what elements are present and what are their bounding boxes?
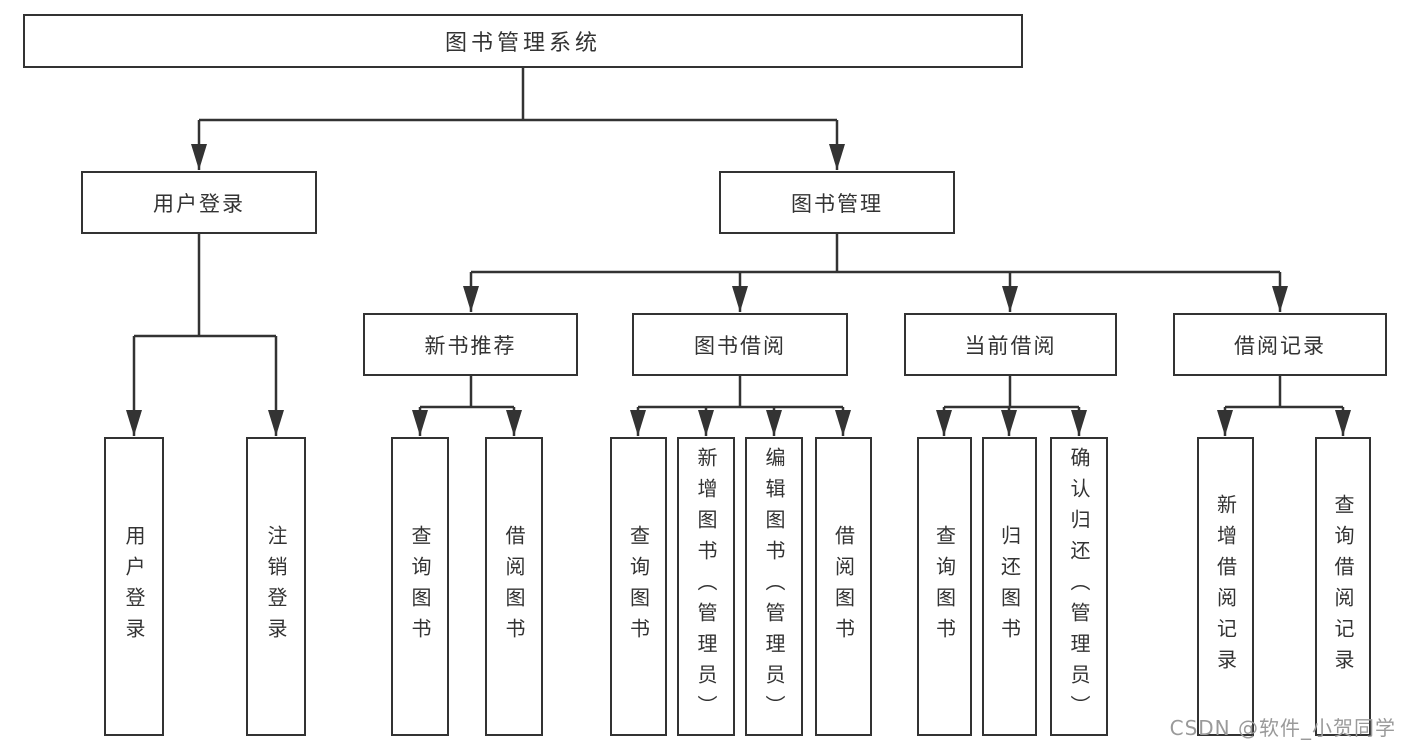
node-leaf-br-query-record: 查询借阅记录 <box>1315 437 1371 736</box>
node-new-book-recommend: 新书推荐 <box>363 313 578 376</box>
node-user-login-label: 用户登录 <box>153 191 245 216</box>
node-new-book-recommend-label: 新书推荐 <box>424 333 517 358</box>
node-leaf-bb-query-books: 查询图书 <box>610 437 667 736</box>
node-leaf-cb-return-books-label: 归还图书 <box>997 524 1022 649</box>
node-leaf-nb-borrow-books-label: 借阅图书 <box>502 524 526 649</box>
node-leaf-nb-borrow-books: 借阅图书 <box>485 437 543 736</box>
node-leaf-br-query-record-label: 查询借阅记录 <box>1331 493 1355 680</box>
node-leaf-br-add-record-label: 新增借阅记录 <box>1213 493 1238 680</box>
node-leaf-logout: 注销登录 <box>246 437 306 736</box>
node-leaf-cb-query-books-label: 查询图书 <box>932 524 957 649</box>
node-leaf-bb-borrow-books-label: 借阅图书 <box>831 524 856 649</box>
node-leaf-nb-query-books: 查询图书 <box>391 437 449 736</box>
node-leaf-bb-edit-books-admin-label: 编辑图书（管理员） <box>762 447 786 726</box>
node-leaf-bb-borrow-books: 借阅图书 <box>815 437 872 736</box>
node-library-management-system-label: 图书管理系统 <box>444 31 601 56</box>
node-leaf-user-login: 用户登录 <box>104 437 164 736</box>
node-book-borrow: 图书借阅 <box>632 313 848 376</box>
node-leaf-cb-confirm-return-admin: 确认归还（管理员） <box>1050 437 1108 736</box>
node-book-management-label: 图书管理 <box>791 191 883 216</box>
node-leaf-nb-query-books-label: 查询图书 <box>408 524 432 649</box>
node-leaf-bb-edit-books-admin: 编辑图书（管理员） <box>745 437 803 736</box>
node-book-borrow-label: 图书借阅 <box>694 333 786 358</box>
node-leaf-cb-return-books: 归还图书 <box>982 437 1037 736</box>
node-borrow-records: 借阅记录 <box>1173 313 1387 376</box>
node-library-management-system: 图书管理系统 <box>23 14 1023 68</box>
node-leaf-bb-add-books-admin-label: 新增图书（管理员） <box>694 447 718 726</box>
node-leaf-cb-query-books: 查询图书 <box>917 437 972 736</box>
node-current-borrow-label: 当前借阅 <box>964 333 1057 358</box>
node-leaf-bb-query-books-label: 查询图书 <box>626 524 651 649</box>
node-borrow-records-label: 借阅记录 <box>1234 333 1326 358</box>
node-user-login: 用户登录 <box>81 171 317 234</box>
node-book-management: 图书管理 <box>719 171 955 234</box>
node-leaf-user-login-label: 用户登录 <box>122 524 146 649</box>
csdn-watermark: CSDN @软件_小贺同学 <box>1169 716 1396 740</box>
node-leaf-br-add-record: 新增借阅记录 <box>1197 437 1254 736</box>
node-leaf-cb-confirm-return-admin-label: 确认归还（管理员） <box>1067 447 1091 726</box>
node-leaf-logout-label: 注销登录 <box>264 524 288 649</box>
node-leaf-bb-add-books-admin: 新增图书（管理员） <box>677 437 735 736</box>
node-current-borrow: 当前借阅 <box>904 313 1117 376</box>
